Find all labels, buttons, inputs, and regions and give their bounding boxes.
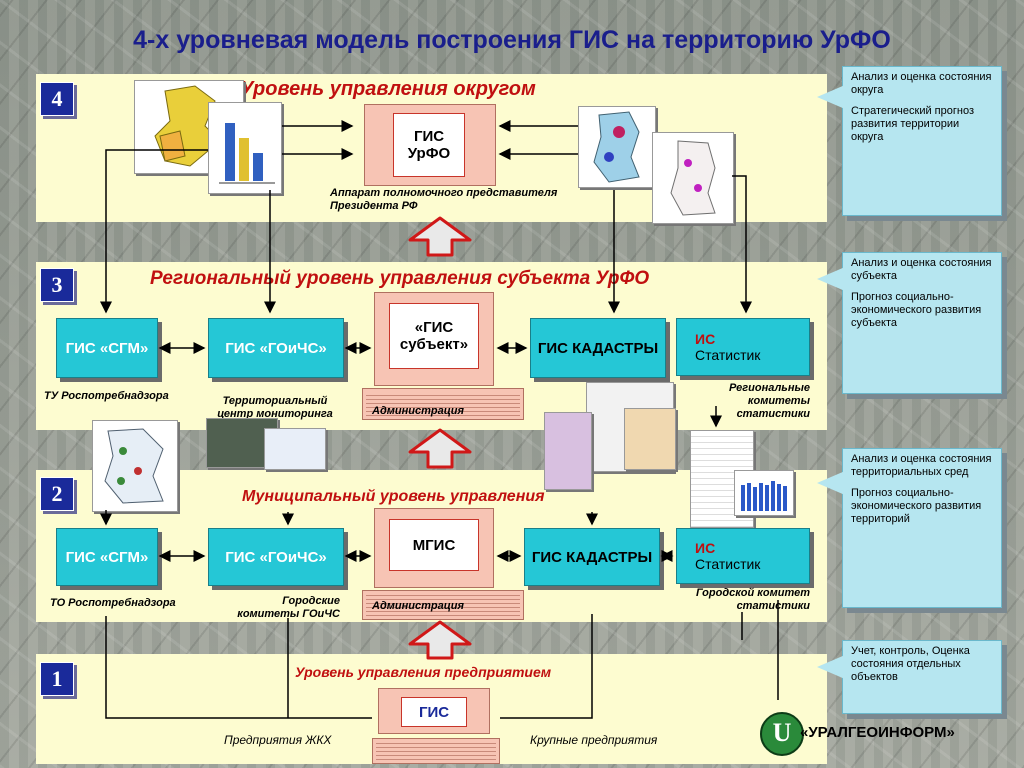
housing-enterprises-caption: Предприятия ЖКХ	[224, 733, 332, 747]
level-3-keyboard	[362, 388, 524, 420]
sgm-caption-l3: ТУ Роспотребнадзора	[44, 390, 169, 402]
gis-urfo-screen: ГИС УрФО	[393, 113, 465, 177]
gis-sgm-box-l3: ГИС «СГМ»	[56, 318, 158, 378]
page-title: 4-х уровневая модель построения ГИС на т…	[133, 26, 891, 54]
gis-sgm-box-l2: ГИС «СГМ»	[56, 528, 158, 586]
level-3-number: 3	[40, 268, 74, 302]
level-2-center-caption: Администрация	[372, 600, 465, 612]
callout-1-item: Учет, контроль, Оценка состояния отдельн…	[851, 645, 970, 683]
monitoring-app-picture	[264, 428, 326, 470]
level-1-keyboard	[372, 738, 500, 764]
level-2-number: 2	[40, 477, 74, 511]
gis-goichs-box-l3: ГИС «ГОиЧС»	[208, 318, 344, 378]
statistik-label: Статистик	[695, 556, 761, 572]
level-4-title: Уровень управления округом	[240, 78, 536, 100]
stat-caption-l3: Региональные комитеты статистики	[728, 382, 810, 420]
is-statistik-box-l2: ИС Статистик	[676, 528, 810, 584]
callout-level-3: Анализ и оценка состояния субъекта Прогн…	[817, 252, 1002, 394]
is-label: ИС	[695, 331, 716, 347]
gis-enterprise-screen: ГИС	[401, 697, 467, 727]
level-2-title: Муниципальный уровень управления	[242, 488, 545, 505]
uralgeoinform-logo-icon: U	[760, 712, 804, 756]
level-3-center-caption: Администрация	[372, 405, 465, 417]
district-map-picture-2	[652, 132, 734, 224]
callout-level-1: Учет, контроль, Оценка состояния отдельн…	[817, 640, 1002, 714]
level-1-number: 1	[40, 662, 74, 696]
callout-2-item: Прогноз социально-экономического развити…	[851, 487, 982, 525]
callout-3-item: Прогноз социально-экономического развити…	[851, 291, 982, 329]
callout-2-item: Анализ и оценка состояния территориальны…	[851, 453, 992, 478]
level-2-keyboard	[362, 590, 524, 620]
cadastre-plan-picture	[624, 408, 676, 470]
large-enterprises-caption: Крупные предприятия	[530, 733, 658, 747]
statistik-label: Статистик	[695, 347, 761, 363]
stat-caption-l2: Городской комитет статистики	[695, 587, 810, 612]
uralgeoinform-logo-text: «УРАЛГЕОИНФОРМ»	[800, 724, 955, 741]
is-label: ИС	[695, 540, 716, 556]
callout-4-item: Анализ и оценка состояния округа	[851, 71, 992, 96]
callout-level-2: Анализ и оценка состояния территориальны…	[817, 448, 1002, 608]
level-1-computer-monitor: ГИС	[378, 688, 490, 734]
callout-level-4: Анализ и оценка состояния округа Стратег…	[817, 66, 1002, 216]
gis-goichs-box-l2: ГИС «ГОиЧС»	[208, 528, 344, 586]
level-4-number: 4	[40, 82, 74, 116]
level-3-title: Региональный уровень управления субъекта…	[150, 268, 650, 289]
is-statistik-box-l3: ИС Статистик	[676, 318, 810, 376]
cadastre-map-picture	[544, 412, 592, 490]
gis-subject-screen: «ГИС субъект»	[389, 303, 479, 369]
level-4-center-caption: Аппарат полномочного представителя Прези…	[330, 187, 558, 212]
level-1-title: Уровень управления предприятием	[295, 664, 552, 680]
sgm-caption-l2: ТО Роспотребнадзора	[50, 597, 176, 609]
gis-kadastry-box-l3: ГИС КАДАСТРЫ	[530, 318, 666, 378]
mgis-screen: МГИС	[389, 519, 479, 571]
level-2-computer-monitor: МГИС	[374, 508, 494, 588]
bar-chart-picture	[208, 102, 282, 194]
goichs-caption-l2: Городские комитеты ГОиЧС	[237, 595, 340, 620]
goichs-caption-l3: Территориальный центр мониторинга	[217, 395, 333, 420]
level-4-computer-monitor: ГИС УрФО	[364, 104, 496, 186]
sgm-map-picture	[92, 420, 178, 512]
level-3-computer-monitor: «ГИС субъект»	[374, 292, 494, 386]
district-map-picture-1	[578, 106, 656, 188]
callout-4-item: Стратегический прогноз развития территор…	[851, 105, 974, 143]
statistics-chart-picture	[734, 470, 794, 516]
gis-kadastry-box-l2: ГИС КАДАСТРЫ	[524, 528, 660, 586]
callout-3-item: Анализ и оценка состояния субъекта	[851, 257, 992, 282]
